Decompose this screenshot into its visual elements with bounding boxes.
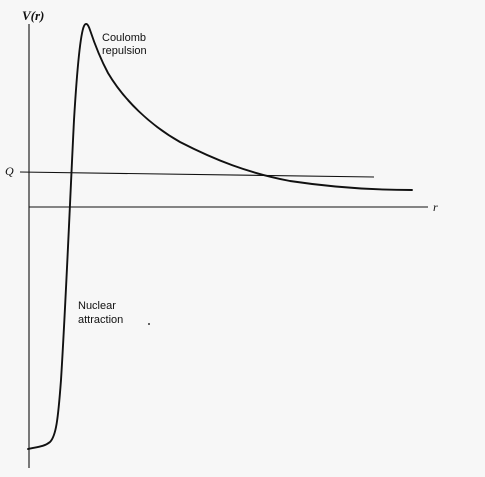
y-axis-label: V(r) (22, 8, 44, 23)
q-level-line (19, 171, 375, 178)
coulomb-label-line1: Coulomb (102, 32, 146, 44)
speck-mark (148, 323, 150, 325)
coulomb-label-line2: repulsion (102, 45, 147, 57)
nuclear-label-line2: attraction (78, 314, 123, 326)
q-label: Q (5, 164, 14, 178)
nuclear-label-line1: Nuclear (78, 300, 116, 312)
potential-curve (27, 22, 413, 450)
x-axis-label: r (433, 200, 438, 214)
